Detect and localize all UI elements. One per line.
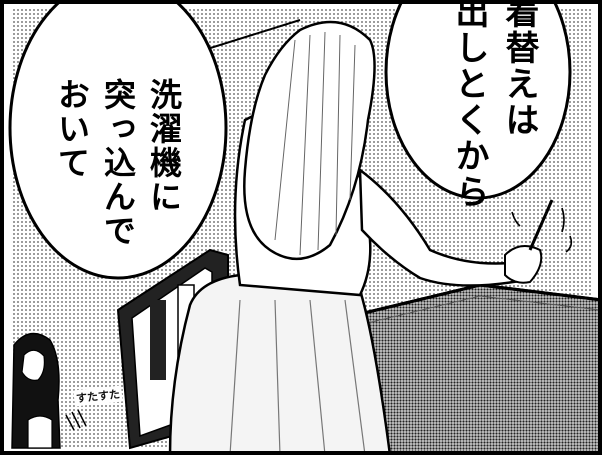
speech-line: 突っ込んで (99, 78, 137, 248)
speech-line: 洗濯機に (145, 78, 183, 214)
speech-line: 着替えは (499, 0, 539, 138)
speech-bubble-left-text: 洗濯機に 突っ込んで おいて (53, 78, 183, 248)
speech-bubble-right (384, 0, 572, 200)
speech-bubble-right-text: 着替えは 出しとくから (449, 0, 539, 210)
speech-line: 出しとくから (449, 0, 489, 210)
small-girl-figure (11, 332, 87, 449)
speech-bubble-left (8, 0, 228, 280)
speech-line: おいて (53, 78, 91, 180)
girl-figure (168, 20, 573, 455)
